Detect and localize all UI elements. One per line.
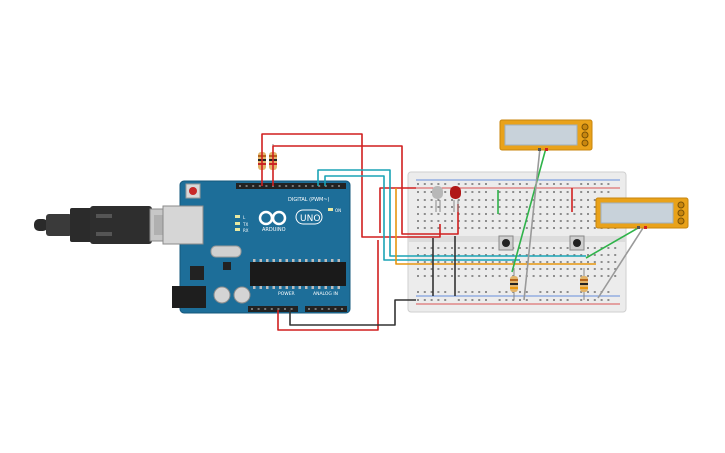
wire-red-4 — [277, 240, 379, 331]
power-header-label: POWER — [278, 291, 295, 297]
pushbutton-2[interactable] — [569, 235, 585, 251]
power-header[interactable] — [248, 306, 298, 312]
resistor-r4[interactable] — [580, 268, 588, 300]
digital-header-label: DIGITAL (PWM~) — [288, 197, 330, 203]
wire-teal-2 — [324, 175, 520, 261]
crystal-oscillator — [210, 245, 242, 258]
on-led-label: ON — [335, 208, 341, 213]
brand-label: ARDUINO — [262, 227, 286, 233]
wire-red-2 — [272, 145, 459, 235]
led-rx-label: RX — [243, 228, 249, 233]
usb-socket — [162, 205, 204, 245]
digital-header[interactable] — [236, 183, 346, 189]
analog-header-label: ANALOG IN — [313, 291, 338, 297]
wire-gray-1 — [523, 147, 541, 301]
wire-gray-2 — [597, 227, 644, 299]
led-l-label: L — [243, 215, 246, 220]
dc-power-jack — [172, 286, 206, 308]
display-module-2[interactable] — [595, 197, 689, 229]
arduino-logo: ARDUINO UNO — [258, 209, 323, 233]
led-gray[interactable] — [432, 186, 443, 212]
resistor-r3[interactable] — [510, 268, 518, 300]
led-tx-label: TX — [242, 222, 248, 227]
wire-black-1 — [289, 299, 416, 326]
wire-red-3 — [379, 187, 416, 233]
voltage-regulator — [190, 266, 204, 280]
wire-green-3 — [585, 227, 639, 259]
wires — [261, 133, 644, 331]
display-module-1[interactable] — [499, 119, 593, 151]
led-red[interactable] — [450, 186, 461, 212]
pushbutton-1[interactable] — [498, 235, 514, 251]
atmega-chip — [250, 262, 346, 286]
arduino-uno-board[interactable]: ARDUINO UNO L TX RX ON DIGITAL (PWM~) PO… — [162, 180, 351, 314]
capacitor-2 — [233, 286, 251, 304]
wire-red-1 — [261, 133, 441, 238]
wire-orange — [395, 188, 596, 265]
capacitor-1 — [213, 286, 231, 304]
wire-green-2 — [511, 147, 547, 273]
model-label: UNO — [300, 214, 320, 224]
analog-header[interactable] — [305, 306, 347, 312]
